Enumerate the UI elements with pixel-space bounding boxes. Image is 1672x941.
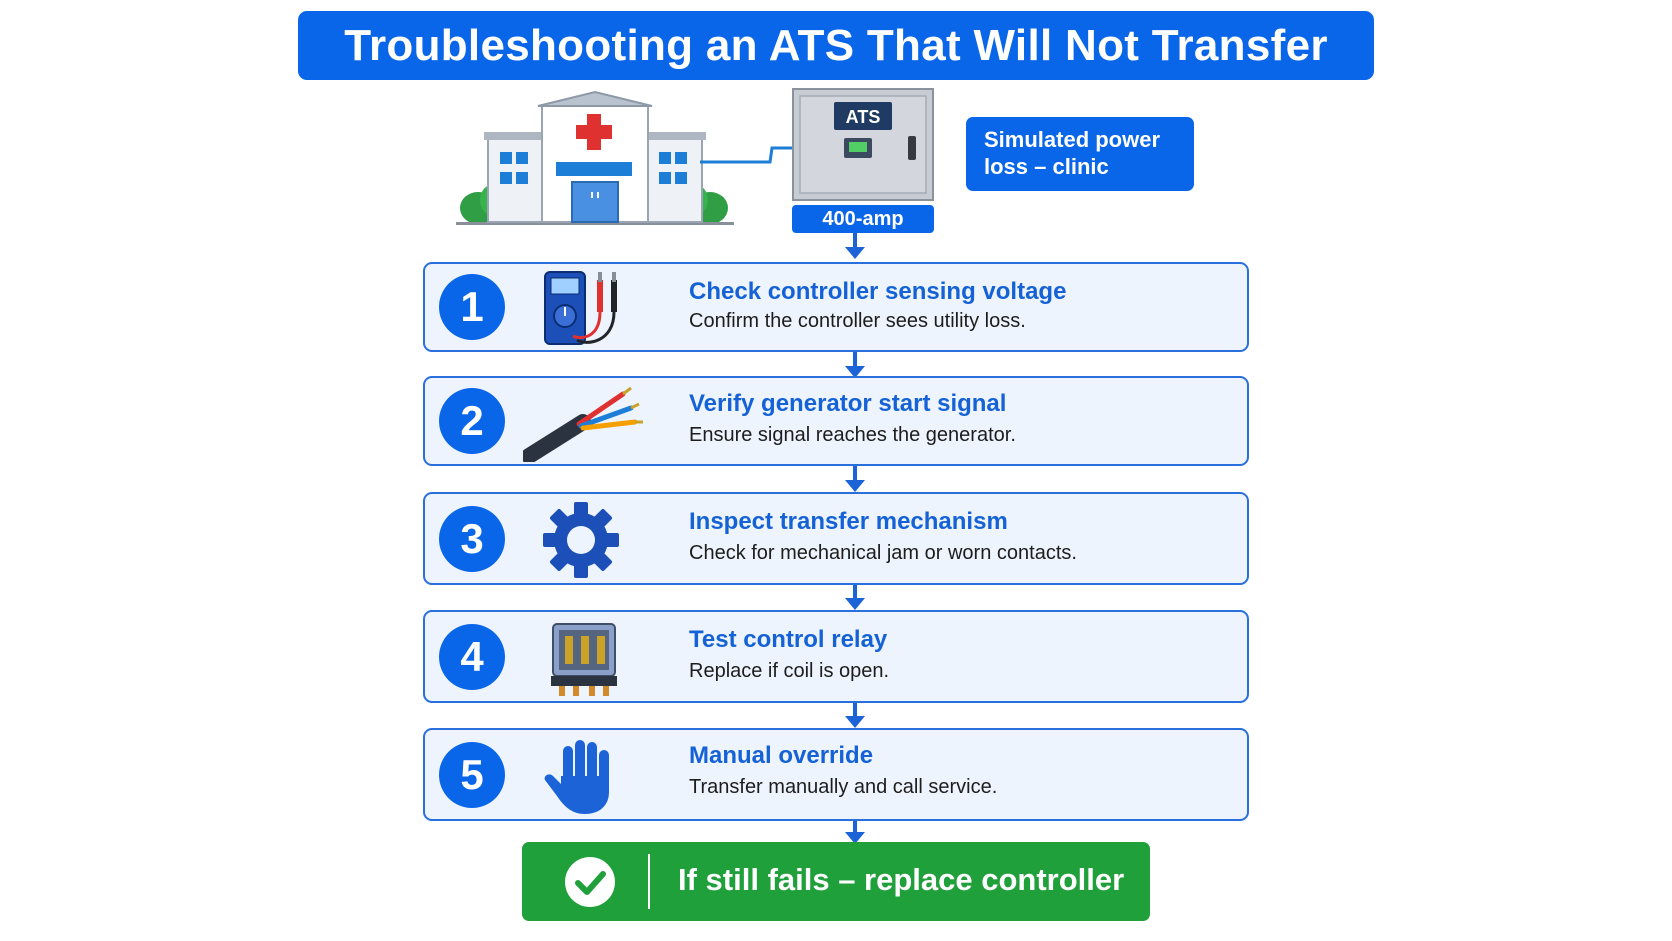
svg-text:ATS: ATS [846, 107, 881, 127]
step-description: Replace if coil is open. [689, 660, 890, 682]
final-divider [648, 854, 650, 909]
title-banner: Troubleshooting an ATS That Will Not Tra… [298, 11, 1374, 80]
step-card-4: 4 Test control relay Replace if coil is … [423, 610, 1249, 703]
flow-arrow [845, 818, 865, 844]
step-card-3: 3 Inspect transfer mechanism Check for m… [423, 492, 1249, 585]
flow-arrow [845, 584, 865, 610]
step-number: 4 [439, 624, 505, 690]
power-connection-line [700, 146, 800, 164]
step-title: Verify generator start signal [689, 390, 1007, 417]
step-description: Confirm the controller sees utility loss… [689, 310, 1026, 332]
multimeter-icon [544, 271, 617, 345]
step-number: 1 [439, 274, 505, 340]
flow-arrow [845, 702, 865, 728]
step-title: Test control relay [689, 626, 888, 653]
final-action-label: If still fails – replace controller [678, 862, 1125, 897]
step-title: Check controller sensing voltage [689, 278, 1067, 305]
step-card-5: 5 Manual override Transfer manually and … [423, 728, 1249, 821]
checkmark-icon [565, 857, 615, 907]
flow-arrow [845, 466, 865, 492]
step-description: Transfer manually and call service. [689, 776, 998, 798]
hand-icon [544, 740, 609, 814]
flow-arrow [845, 233, 865, 259]
step-description: Ensure signal reaches the generator. [689, 424, 1016, 446]
ats-rating-label: 400-amp [792, 205, 934, 233]
step-number: 3 [439, 506, 505, 572]
step-number: 5 [439, 742, 505, 808]
step-number: 2 [439, 388, 505, 454]
relay-icon [551, 623, 617, 696]
page-title: Troubleshooting an ATS That Will Not Tra… [344, 20, 1328, 70]
flow-arrow [845, 352, 865, 378]
scenario-label: Simulated power loss – clinic [966, 117, 1194, 191]
step-description: Check for mechanical jam or worn contact… [689, 542, 1077, 564]
step-card-1: 1 Check controller sensing voltage Confi… [423, 262, 1249, 352]
step-card-2: 2 Verify generator start signal Ensure s… [423, 376, 1249, 466]
step-title: Inspect transfer mechanism [689, 508, 1008, 535]
hospital-icon [456, 90, 734, 225]
ats-cabinet-icon: ATS [792, 88, 934, 201]
gear-icon [543, 502, 619, 578]
step-title: Manual override [689, 742, 874, 769]
cable-icon [523, 386, 643, 462]
final-action-banner: If still fails – replace controller [522, 842, 1150, 921]
